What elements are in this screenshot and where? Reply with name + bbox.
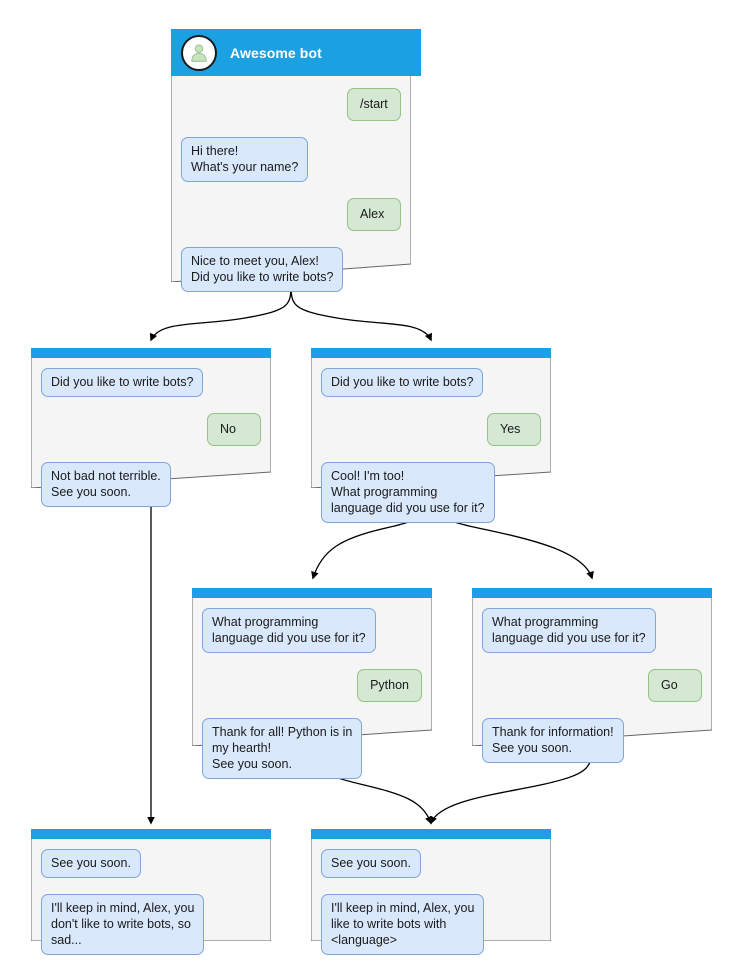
message-row: Hi there! What's your name? [181, 137, 401, 182]
node-root-chat: /start Hi there! What's your name? Alex … [171, 76, 411, 292]
bot-message-bubble: See you soon. [41, 849, 141, 878]
node-end-no-header [31, 829, 271, 839]
bot-message-bubble: Hi there! What's your name? [181, 137, 309, 182]
bot-message-bubble: Did you like to write bots? [41, 368, 204, 397]
node-root[interactable]: Awesome bot /start Hi there! What's your… [171, 29, 421, 292]
message-row: Cool! I'm too! What programming language… [321, 462, 541, 523]
message-row: What programming language did you use fo… [482, 608, 702, 653]
message-row: Go [482, 669, 702, 702]
user-message-bubble[interactable]: No [207, 413, 261, 446]
node-end-no-chat: See you soon. I'll keep in mind, Alex, y… [31, 839, 271, 955]
message-row: Yes [321, 413, 541, 446]
node-python-branch[interactable]: What programming language did you use fo… [192, 588, 432, 779]
message-row: Alex [181, 198, 401, 231]
bot-message-bubble: What programming language did you use fo… [482, 608, 656, 653]
bot-message-bubble: Cool! I'm too! What programming language… [321, 462, 495, 523]
message-row: See you soon. [41, 849, 261, 878]
message-row: I'll keep in mind, Alex, you like to wri… [321, 894, 541, 955]
bot-message-bubble: Thank for information! See you soon. [482, 718, 624, 763]
message-row: Did you like to write bots? [321, 368, 541, 397]
message-row: Thank for all! Python is in my hearth! S… [202, 718, 422, 779]
bot-message-bubble: I'll keep in mind, Alex, you like to wri… [321, 894, 485, 955]
bot-message-bubble: I'll keep in mind, Alex, you don't like … [41, 894, 205, 955]
node-python-branch-chat: What programming language did you use fo… [192, 598, 432, 779]
node-yes-branch-header [311, 348, 551, 358]
bot-message-bubble: See you soon. [321, 849, 421, 878]
message-row: Thank for information! See you soon. [482, 718, 702, 763]
message-row: Did you like to write bots? [41, 368, 261, 397]
message-row: See you soon. [321, 849, 541, 878]
bot-message-bubble: Thank for all! Python is in my hearth! S… [202, 718, 363, 779]
node-end-no[interactable]: See you soon. I'll keep in mind, Alex, y… [31, 829, 271, 955]
user-message-bubble[interactable]: Python [357, 669, 422, 702]
node-go-branch-chat: What programming language did you use fo… [472, 598, 712, 763]
message-row: No [41, 413, 261, 446]
message-row: I'll keep in mind, Alex, you don't like … [41, 894, 261, 955]
bot-message-bubble: What programming language did you use fo… [202, 608, 376, 653]
node-no-branch[interactable]: Did you like to write bots? No Not bad n… [31, 348, 271, 507]
node-no-branch-header [31, 348, 271, 358]
message-row: What programming language did you use fo… [202, 608, 422, 653]
bot-message-bubble: Not bad not terrible. See you soon. [41, 462, 171, 507]
message-row: Not bad not terrible. See you soon. [41, 462, 261, 507]
bot-title: Awesome bot [230, 44, 322, 61]
node-yes-branch-chat: Did you like to write bots? Yes Cool! I'… [311, 358, 551, 523]
node-root-header: Awesome bot [171, 29, 421, 76]
node-no-branch-chat: Did you like to write bots? No Not bad n… [31, 358, 271, 507]
node-go-branch-header [472, 588, 712, 598]
message-row: Nice to meet you, Alex! Did you like to … [181, 247, 401, 292]
bot-message-bubble: Nice to meet you, Alex! Did you like to … [181, 247, 344, 292]
node-yes-branch[interactable]: Did you like to write bots? Yes Cool! I'… [311, 348, 551, 523]
message-row: Python [202, 669, 422, 702]
user-message-bubble[interactable]: /start [347, 88, 401, 121]
node-go-branch[interactable]: What programming language did you use fo… [472, 588, 712, 763]
user-message-bubble[interactable]: Alex [347, 198, 401, 231]
person-avatar-icon [181, 34, 217, 71]
message-row: /start [181, 88, 401, 121]
user-message-bubble[interactable]: Yes [487, 413, 541, 446]
node-end-yes[interactable]: See you soon. I'll keep in mind, Alex, y… [311, 829, 551, 955]
node-python-branch-header [192, 588, 432, 598]
node-end-yes-chat: See you soon. I'll keep in mind, Alex, y… [311, 839, 551, 955]
node-end-yes-header [311, 829, 551, 839]
bot-message-bubble: Did you like to write bots? [321, 368, 484, 397]
user-message-bubble[interactable]: Go [648, 669, 702, 702]
